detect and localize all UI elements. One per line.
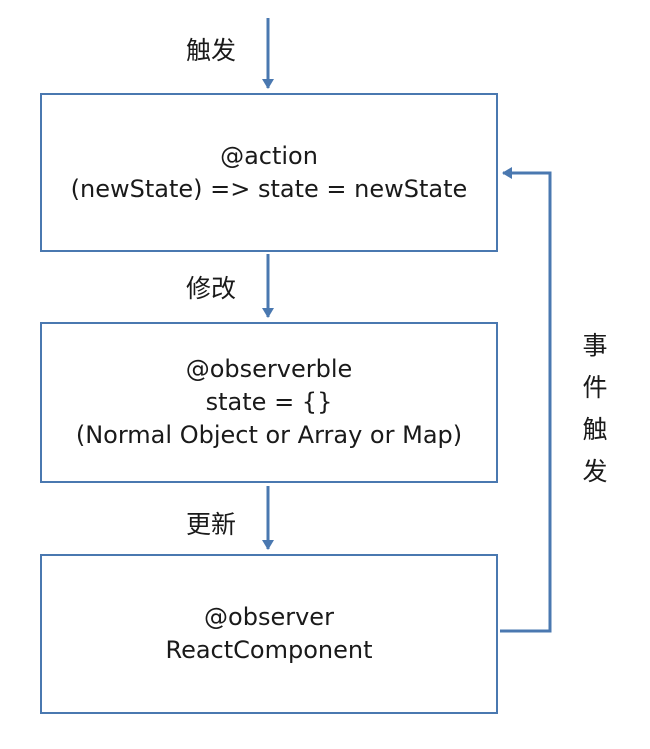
update-label: 更新 [186, 510, 237, 539]
observable-decorator: @observerble [185, 355, 353, 383]
event-trigger-char: 发 [582, 457, 608, 486]
observable-types: (Normal Object or Array or Map) [75, 421, 463, 449]
feedback-arrow-observer-to-action [500, 167, 552, 633]
event-trigger-label: 事 件 触 发 [580, 325, 610, 493]
trigger-label: 触发 [186, 36, 237, 65]
action-expression: (newState) => state = newState [70, 174, 468, 203]
event-trigger-char: 触 [582, 415, 608, 444]
event-trigger-char: 件 [582, 373, 608, 402]
observable-box: @observerble state = {} (Normal Object o… [40, 322, 498, 483]
observer-component: ReactComponent [165, 636, 373, 664]
observer-decorator: @observer [204, 603, 334, 631]
observable-state: state = {} [205, 388, 333, 416]
event-trigger-char: 事 [582, 331, 608, 360]
action-box: @action (newState) => state = newState [40, 93, 498, 252]
observer-box: @observer ReactComponent [40, 554, 498, 714]
modify-label: 修改 [186, 274, 237, 303]
action-decorator: @action [220, 141, 318, 170]
